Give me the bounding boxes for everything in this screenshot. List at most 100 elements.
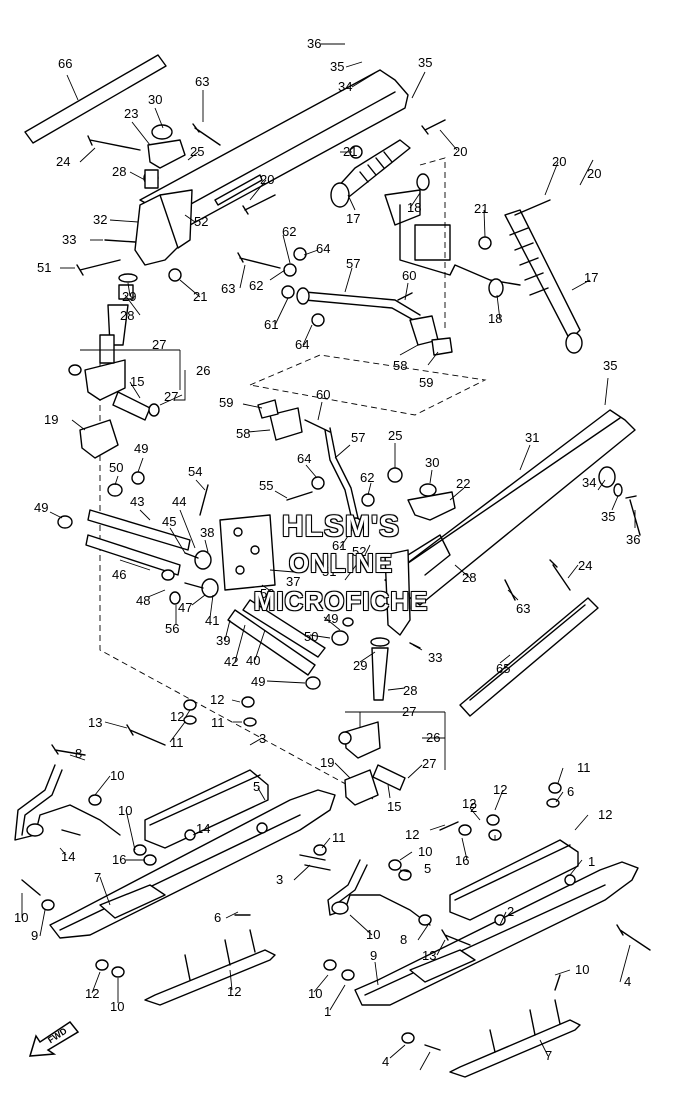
callout-number: 19	[320, 755, 334, 770]
callout-number: 55	[259, 478, 273, 493]
callout-number: 7	[545, 1048, 552, 1063]
callout-number: 35	[418, 55, 432, 70]
callout-number: 2	[507, 904, 514, 919]
leader-lines	[21, 43, 636, 1071]
callout-number: 6	[214, 910, 221, 925]
callout-number: 62	[282, 224, 296, 239]
callout-number: 18	[488, 311, 502, 326]
callout-number: 66	[58, 56, 72, 71]
callout-number: 28	[120, 308, 134, 323]
callout-number: 31	[525, 430, 539, 445]
callout-number: 64	[316, 241, 330, 256]
callout-number: 20	[260, 172, 274, 187]
callout-number: 50	[109, 460, 123, 475]
callout-number: 15	[387, 799, 401, 814]
callout-number: 37	[286, 574, 300, 589]
callout-number: 20	[552, 154, 566, 169]
callout-number: 19	[44, 412, 58, 427]
callout-number: 30	[148, 92, 162, 107]
callout-number: 39	[216, 633, 230, 648]
callout-number: 25	[388, 428, 402, 443]
callout-number: 21	[343, 144, 357, 159]
callout-number: 29	[353, 658, 367, 673]
callout-number: 60	[316, 387, 330, 402]
callout-number: 12	[598, 807, 612, 822]
callout-number: 58	[393, 358, 407, 373]
callout-number: 26	[196, 363, 210, 378]
callout-number: 42	[224, 654, 238, 669]
part-65-decal	[459, 597, 599, 717]
callout-number: 41	[205, 613, 219, 628]
callout-number: 8	[400, 932, 407, 947]
callout-number: 36	[307, 36, 321, 51]
callout-number: 63	[221, 281, 235, 296]
callout-number: 2	[470, 800, 477, 815]
callout-number: 58	[236, 426, 250, 441]
callout-number: 6	[567, 784, 574, 799]
callout-number: 62	[249, 278, 263, 293]
callout-number: 4	[624, 974, 631, 989]
callout-number: 51	[37, 260, 51, 275]
callout-number: 12	[210, 692, 224, 707]
callout-number: 14	[196, 821, 210, 836]
callout-number: 48	[136, 593, 150, 608]
callout-number: 25	[190, 144, 204, 159]
callout-number: 35	[603, 358, 617, 373]
callout-number: 5	[424, 861, 431, 876]
callout-number: 28	[112, 164, 126, 179]
callout-number: 17	[346, 211, 360, 226]
callout-number: 52	[352, 544, 366, 559]
callout-number: 50	[304, 629, 318, 644]
callout-number: 17	[584, 270, 598, 285]
callout-number: 51	[322, 564, 336, 579]
callout-number: 11	[332, 830, 346, 845]
callout-number: 29	[122, 289, 136, 304]
callout-number: 10	[110, 999, 124, 1014]
callout-number: 10	[418, 844, 432, 859]
callout-number: 59	[219, 395, 233, 410]
callout-number: 18	[407, 200, 421, 215]
callout-number: 24	[56, 154, 70, 169]
callout-number: 46	[112, 567, 126, 582]
callout-number: 27	[164, 389, 178, 404]
callout-number: 8	[75, 746, 82, 761]
callout-number: 30	[425, 455, 439, 470]
callout-number: 23	[124, 106, 138, 121]
callout-number: 10	[308, 986, 322, 1001]
callout-number: 64	[297, 451, 311, 466]
callout-number: 38	[200, 525, 214, 540]
callout-number: 44	[172, 494, 186, 509]
callout-number: 15	[130, 374, 144, 389]
callout-number: 5	[253, 779, 260, 794]
part-43-shaft	[87, 509, 191, 551]
callout-number: 22	[456, 476, 470, 491]
callout-number: 62	[360, 470, 374, 485]
callout-number: 34	[582, 475, 596, 490]
part-66-decal	[24, 54, 167, 144]
callout-number: 53	[260, 586, 274, 601]
right-handle-2	[327, 859, 431, 926]
left-wearbar-4	[144, 949, 276, 1006]
watermark-line-3: MICROFICHE	[253, 586, 429, 616]
callout-number: 21	[193, 289, 207, 304]
callout-number: 13	[88, 715, 102, 730]
callout-number: 40	[246, 653, 260, 668]
callout-number: 10	[118, 803, 132, 818]
callout-number: 3	[276, 872, 283, 887]
part-57-link-rod	[304, 291, 421, 323]
watermark-line-2: ONLINE	[288, 548, 394, 578]
callout-number: 49	[134, 441, 148, 456]
callout-number: 49	[34, 500, 48, 515]
callout-number: 45	[162, 514, 176, 529]
callout-number: 10	[575, 962, 589, 977]
callout-number: 36	[626, 532, 640, 547]
callout-number: 12	[227, 984, 241, 999]
callout-number: 10	[366, 927, 380, 942]
callout-number: 11	[211, 715, 225, 730]
callout-number: 10	[14, 910, 28, 925]
callout-number: 26	[426, 730, 440, 745]
callout-number: 49	[251, 674, 265, 689]
